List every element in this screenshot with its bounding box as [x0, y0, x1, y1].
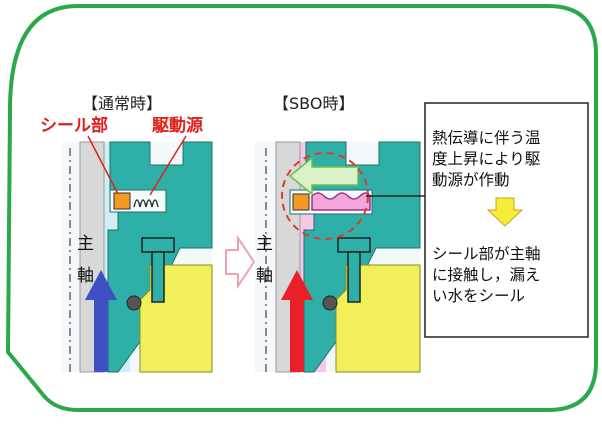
- right-shaft-label-2: 軸: [256, 266, 273, 286]
- left-shaft-label-1: 主: [77, 234, 94, 254]
- explanation-line-2: 度上昇により駆: [432, 150, 541, 168]
- right-bolt-head: [337, 237, 371, 253]
- down-arrow: [486, 197, 524, 227]
- explanation-text-top: 熱伝導に伴う温 度上昇により駆 動源が作動: [432, 128, 541, 191]
- drive-source-label: 駆動源: [152, 116, 203, 136]
- right-bolt-shank: [347, 251, 361, 303]
- transition-arrow: [225, 234, 256, 290]
- normal-state-diagram: [62, 135, 213, 373]
- drive-callout-line: [149, 135, 187, 196]
- explanation-line-1: 熱伝導に伴う温: [432, 129, 541, 147]
- right-seal-part: [292, 193, 310, 211]
- sbo-state-title: 【SBO時】: [273, 94, 355, 113]
- speech-bubble-frame: [5, 3, 598, 412]
- left-bolt-shank: [151, 251, 165, 303]
- seal-callout-line: [87, 135, 119, 195]
- seal-part-label: シール部: [40, 116, 108, 136]
- explanation-line-4: シール部が主軸: [432, 245, 541, 263]
- left-housing: [139, 264, 213, 373]
- normal-state-title: 【通常時】: [82, 94, 163, 113]
- right-drive-source-expanded: [311, 192, 371, 211]
- explanation-line-3: 動源が作動: [432, 171, 510, 189]
- left-bolt-head: [141, 237, 175, 253]
- explanation-text-bottom: シール部が主軸 に接触し，漏え い水をシール: [432, 244, 541, 307]
- actuation-arrow: [288, 156, 359, 196]
- right-flow-arrow: [281, 270, 313, 372]
- left-shaft-label-2: 軸: [77, 266, 94, 286]
- left-flow-arrow: [85, 270, 117, 372]
- left-drive-source-spring: [133, 199, 159, 208]
- right-shaft-label-1: 主: [256, 234, 273, 254]
- sbo-state-diagram: [255, 141, 425, 373]
- explanation-line-6: い水をシール: [432, 287, 526, 305]
- explanation-line-5: に接触し，漏え: [432, 266, 541, 284]
- right-o-ring: [322, 295, 338, 311]
- left-seal-part: [113, 192, 131, 210]
- left-o-ring: [126, 295, 142, 311]
